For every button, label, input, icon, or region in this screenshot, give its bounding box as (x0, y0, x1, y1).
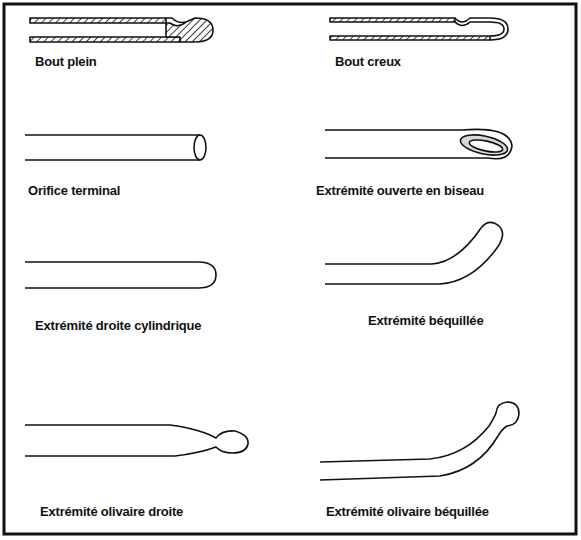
tip-caption: Extrémité olivaire droite (40, 504, 183, 519)
tip-caption: Extrémité droite cylindrique (35, 318, 201, 333)
straight-cylindrical-drawing (25, 262, 216, 288)
frame-border (4, 4, 576, 534)
bevel-opening-drawing (325, 129, 512, 158)
tip-caption: Extrémité béquillée (368, 313, 483, 328)
solid-tip-drawing (30, 18, 213, 42)
coude-tip-drawing (325, 222, 503, 284)
hollow-tip-drawing (330, 18, 508, 40)
olive-straight-drawing (25, 425, 248, 456)
tip-caption: Extrémité olivaire béquillée (326, 504, 489, 519)
tip-caption: Extrémité ouverte en biseau (316, 183, 484, 198)
terminal-opening-drawing (25, 135, 206, 160)
tip-caption: Orifice terminal (28, 183, 120, 198)
tip-caption: Bout creux (335, 54, 401, 69)
olive-coude-drawing (320, 402, 519, 480)
tip-caption: Bout plein (35, 54, 97, 69)
